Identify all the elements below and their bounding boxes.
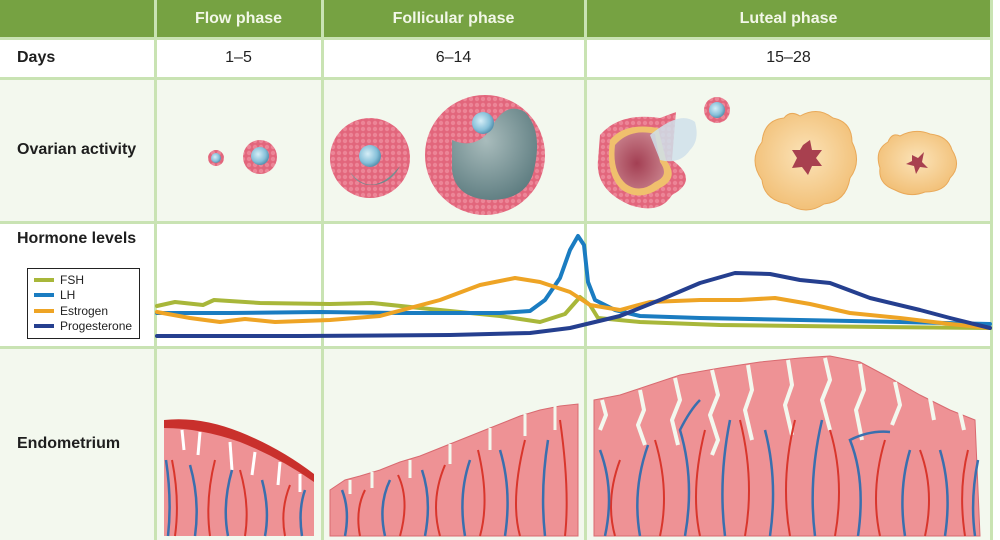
grid-line — [0, 221, 992, 224]
grid-line — [0, 37, 992, 40]
ovarian-activity-panel — [155, 78, 992, 222]
fsh-swatch-icon — [34, 277, 54, 282]
legend-item-estrogen: Estrogen — [34, 303, 133, 319]
grid-line — [321, 0, 324, 540]
header-flow-phase: Flow phase — [155, 0, 322, 37]
grid-line — [0, 77, 992, 80]
days-follicular: 6–14 — [322, 37, 585, 78]
days-luteal: 15–28 — [585, 37, 992, 78]
lh-swatch-icon — [34, 293, 54, 298]
endometrium-label: Endometrium — [0, 348, 155, 540]
legend-label: FSH — [60, 272, 84, 287]
days-label: Days — [0, 37, 155, 78]
legend-item-fsh: FSH — [34, 272, 133, 288]
estrogen-swatch-icon — [34, 308, 54, 313]
progesterone-swatch-icon — [34, 324, 54, 329]
header-luteal-phase: Luteal phase — [585, 0, 992, 37]
header-follicular-phase: Follicular phase — [322, 0, 585, 37]
legend-label: Estrogen — [60, 303, 109, 318]
grid-line — [0, 346, 992, 349]
legend-item-progesterone: Progesterone — [34, 319, 133, 335]
grid-line — [990, 0, 993, 540]
header-corner — [0, 0, 155, 37]
ovarian-activity-label: Ovarian activity — [0, 78, 155, 222]
hormone-levels-panel — [0, 222, 992, 348]
legend-label: Progesterone — [60, 319, 133, 334]
legend-item-lh: LH — [34, 288, 133, 304]
hormone-legend: FSH LH Estrogen Progesterone — [27, 268, 140, 339]
endometrium-panel — [155, 348, 992, 540]
grid-line — [584, 0, 587, 540]
grid-line — [154, 0, 157, 540]
hormone-levels-label: Hormone levels — [17, 230, 137, 247]
legend-label: LH — [60, 288, 76, 303]
days-flow: 1–5 — [155, 37, 322, 78]
